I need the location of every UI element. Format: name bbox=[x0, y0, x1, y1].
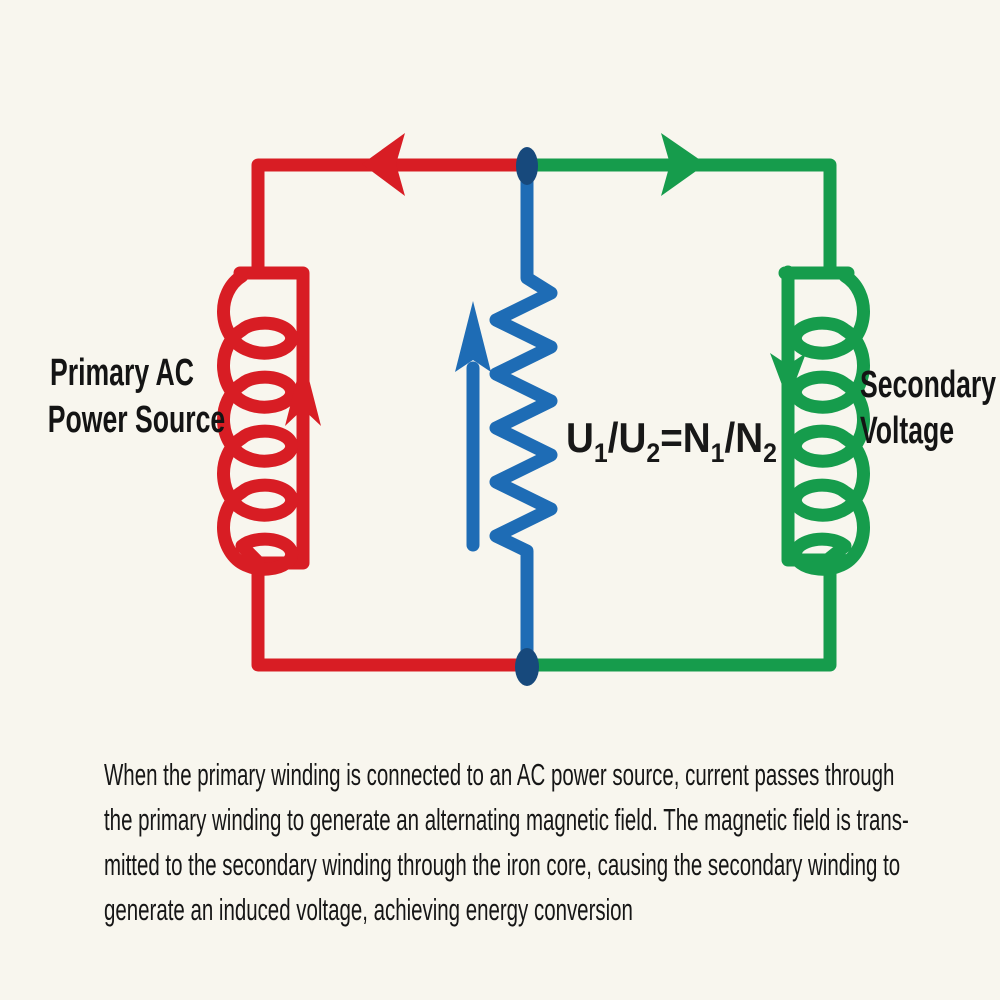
secondary-voltage-label-line1: Secondary bbox=[860, 364, 997, 406]
top-junction-node bbox=[516, 147, 538, 185]
primary-coil-arrow-up-icon bbox=[285, 356, 321, 426]
primary-coil-helix bbox=[217, 269, 299, 576]
flux-arrow-up-icon bbox=[455, 301, 491, 372]
secondary-coil-arrow-down-icon bbox=[770, 353, 806, 401]
formula-u2: /U bbox=[607, 414, 647, 461]
formula-n1-sub: 1 bbox=[710, 438, 725, 468]
secondary-circuit-wire bbox=[520, 158, 855, 672]
secondary-voltage-label: Secondary Voltage bbox=[860, 362, 996, 454]
iron-core-zigzag bbox=[466, 173, 558, 662]
formula-u1-sub: 1 bbox=[593, 438, 608, 468]
secondary-coil-helix bbox=[788, 269, 870, 576]
primary-source-label: Primary AC Power Source bbox=[47, 350, 226, 444]
secondary-voltage-label-line2: Voltage bbox=[860, 410, 955, 452]
primary-source-label-line1: Primary AC bbox=[50, 352, 194, 394]
caption-line2: the primary winding to generate an alter… bbox=[104, 802, 909, 837]
primary-source-label-line2: Power Source bbox=[47, 399, 226, 441]
caption-line4: generate an induced voltage, achieving e… bbox=[104, 892, 633, 927]
formula-n1: =N bbox=[660, 414, 711, 461]
primary-current-arrow-left-icon bbox=[362, 133, 405, 196]
primary-circuit-wire bbox=[233, 158, 534, 672]
caption-line1: When the primary winding is connected to… bbox=[104, 757, 895, 792]
caption-line3: mitted to the secondary winding through … bbox=[104, 847, 901, 882]
formula-n2-sub: 2 bbox=[763, 438, 777, 468]
secondary-current-arrow-right-icon bbox=[661, 133, 706, 196]
explanation-caption: When the primary winding is connected to… bbox=[104, 752, 909, 932]
transformer-ratio-formula: U1/U2=N1/N2 bbox=[566, 414, 777, 468]
formula-n2: /N bbox=[724, 414, 764, 461]
formula-u1: U bbox=[566, 414, 594, 461]
formula-u2-sub: 2 bbox=[646, 438, 661, 468]
bottom-junction-node bbox=[515, 648, 539, 686]
